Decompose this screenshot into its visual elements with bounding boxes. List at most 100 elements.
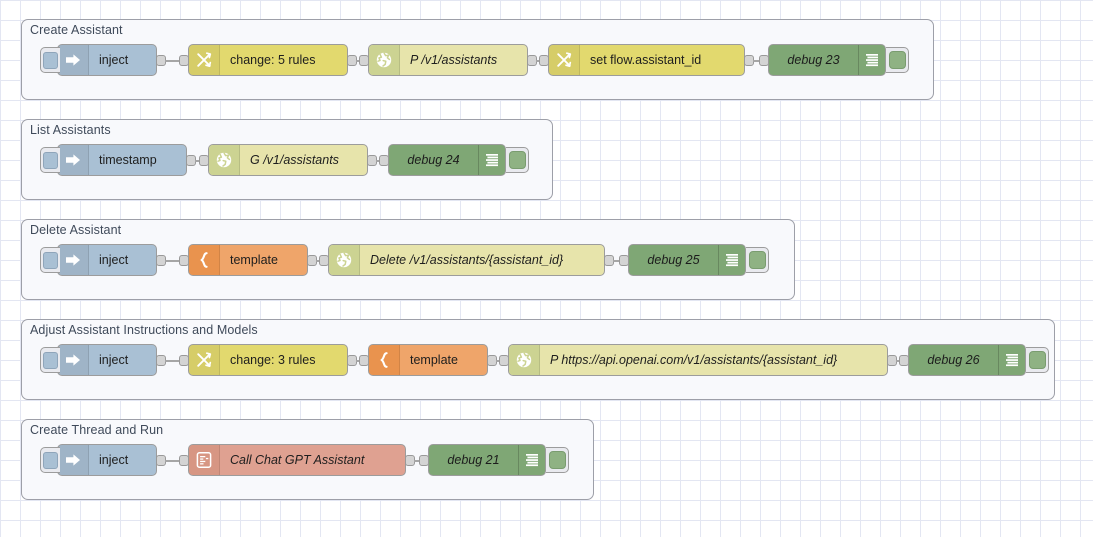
debug-toggle-button[interactable] xyxy=(506,147,529,173)
debug-lines-icon xyxy=(478,145,505,175)
inject-arrow-icon xyxy=(58,45,89,75)
node-label: G /v1/assistants xyxy=(250,153,339,167)
node-link-wire[interactable] xyxy=(536,60,539,62)
inject-button-indicator xyxy=(43,151,58,169)
node-link-wire[interactable] xyxy=(414,460,419,462)
node-input-port[interactable] xyxy=(319,255,329,266)
node-input-port[interactable] xyxy=(899,355,909,366)
node-input-port[interactable] xyxy=(499,355,509,366)
inject-trigger-button[interactable] xyxy=(40,147,60,173)
node-link-wire[interactable] xyxy=(496,360,499,362)
inject-trigger-button[interactable] xyxy=(40,247,60,273)
brace-icon xyxy=(189,245,220,275)
node-inject[interactable]: timestamp xyxy=(57,144,187,176)
group-label: Delete Assistant xyxy=(30,223,122,237)
node-input-port[interactable] xyxy=(539,55,549,66)
node-link-wire[interactable] xyxy=(165,60,179,62)
node-link-wire[interactable] xyxy=(896,360,899,362)
inject-trigger-button[interactable] xyxy=(40,447,60,473)
node-link-wire[interactable] xyxy=(165,360,179,362)
globe-icon xyxy=(329,245,360,275)
node-input-port[interactable] xyxy=(199,155,209,166)
globe-icon xyxy=(369,45,400,75)
node-input-port[interactable] xyxy=(379,155,389,166)
node-template[interactable]: template xyxy=(368,344,488,376)
node-input-port[interactable] xyxy=(359,355,369,366)
node-debug[interactable]: debug 24 xyxy=(388,144,506,176)
node-label: inject xyxy=(99,253,129,267)
node-debug[interactable]: debug 23 xyxy=(768,44,886,76)
group-label: Adjust Assistant Instructions and Models xyxy=(30,323,258,337)
inject-arrow-icon xyxy=(58,345,89,375)
node-label: change: 3 rules xyxy=(230,353,316,367)
inject-button-indicator xyxy=(43,451,58,469)
node-input-port[interactable] xyxy=(419,455,429,466)
group-label: Create Assistant xyxy=(30,23,123,37)
node-change[interactable]: change: 3 rules xyxy=(188,344,348,376)
node-input-port[interactable] xyxy=(359,55,369,66)
node-input-port[interactable] xyxy=(619,255,629,266)
node-debug[interactable]: debug 21 xyxy=(428,444,546,476)
node-template[interactable]: template xyxy=(188,244,308,276)
node-inject[interactable]: inject xyxy=(57,44,157,76)
inject-arrow-icon xyxy=(58,245,89,275)
debug-toggle-indicator xyxy=(748,251,766,269)
debug-toggle-button[interactable] xyxy=(746,247,769,273)
globe-icon xyxy=(209,145,240,175)
node-input-port[interactable] xyxy=(179,55,189,66)
node-label: change: 5 rules xyxy=(230,53,316,67)
node-input-port[interactable] xyxy=(179,355,189,366)
node-label: Delete /v1/assistants/{assistant_id} xyxy=(370,253,564,267)
node-link-wire[interactable] xyxy=(356,60,359,62)
inject-arrow-icon xyxy=(58,445,89,475)
inject-button-indicator xyxy=(43,51,58,69)
node-debug[interactable]: debug 25 xyxy=(628,244,746,276)
node-label: debug 26 xyxy=(927,353,980,367)
node-link-wire[interactable] xyxy=(613,260,619,262)
node-change[interactable]: change: 5 rules xyxy=(188,44,348,76)
node-label: inject xyxy=(99,353,129,367)
debug-lines-icon xyxy=(518,445,545,475)
node-inject[interactable]: inject xyxy=(57,344,157,376)
node-inject[interactable]: inject xyxy=(57,444,157,476)
node-http-request[interactable]: P https://api.openai.com/v1/assistants/{… xyxy=(508,344,888,376)
node-input-port[interactable] xyxy=(759,55,769,66)
debug-toggle-button[interactable] xyxy=(1026,347,1049,373)
node-label: inject xyxy=(99,53,129,67)
node-link-wire[interactable] xyxy=(753,60,759,62)
node-label: debug 24 xyxy=(407,153,460,167)
debug-toggle-button[interactable] xyxy=(546,447,569,473)
node-custom[interactable]: Call Chat GPT Assistant xyxy=(188,444,406,476)
node-input-port[interactable] xyxy=(179,255,189,266)
node-label: debug 21 xyxy=(447,453,500,467)
node-http-request[interactable]: Delete /v1/assistants/{assistant_id} xyxy=(328,244,605,276)
node-change[interactable]: set flow.assistant_id xyxy=(548,44,745,76)
debug-toggle-button[interactable] xyxy=(886,47,909,73)
debug-lines-icon xyxy=(858,45,885,75)
node-inject[interactable]: inject xyxy=(57,244,157,276)
node-debug[interactable]: debug 26 xyxy=(908,344,1026,376)
node-label: timestamp xyxy=(99,153,157,167)
node-label: debug 23 xyxy=(787,53,840,67)
inject-trigger-button[interactable] xyxy=(40,347,60,373)
node-link-wire[interactable] xyxy=(316,260,319,262)
assistant-api-icon xyxy=(189,445,220,475)
node-label: template xyxy=(230,253,278,267)
debug-lines-icon xyxy=(998,345,1025,375)
node-label: Call Chat GPT Assistant xyxy=(230,453,365,467)
inject-arrow-icon xyxy=(58,145,89,175)
node-link-wire[interactable] xyxy=(165,260,179,262)
node-link-wire[interactable] xyxy=(195,160,199,162)
node-input-port[interactable] xyxy=(179,455,189,466)
inject-button-indicator xyxy=(43,251,58,269)
node-http-request[interactable]: G /v1/assistants xyxy=(208,144,368,176)
node-link-wire[interactable] xyxy=(165,460,179,462)
node-link-wire[interactable] xyxy=(356,360,359,362)
debug-toggle-indicator xyxy=(548,451,566,469)
debug-toggle-indicator xyxy=(888,51,906,69)
node-link-wire[interactable] xyxy=(376,160,379,162)
node-http-request[interactable]: P /v1/assistants xyxy=(368,44,528,76)
inject-trigger-button[interactable] xyxy=(40,47,60,73)
group-label: Create Thread and Run xyxy=(30,423,164,437)
